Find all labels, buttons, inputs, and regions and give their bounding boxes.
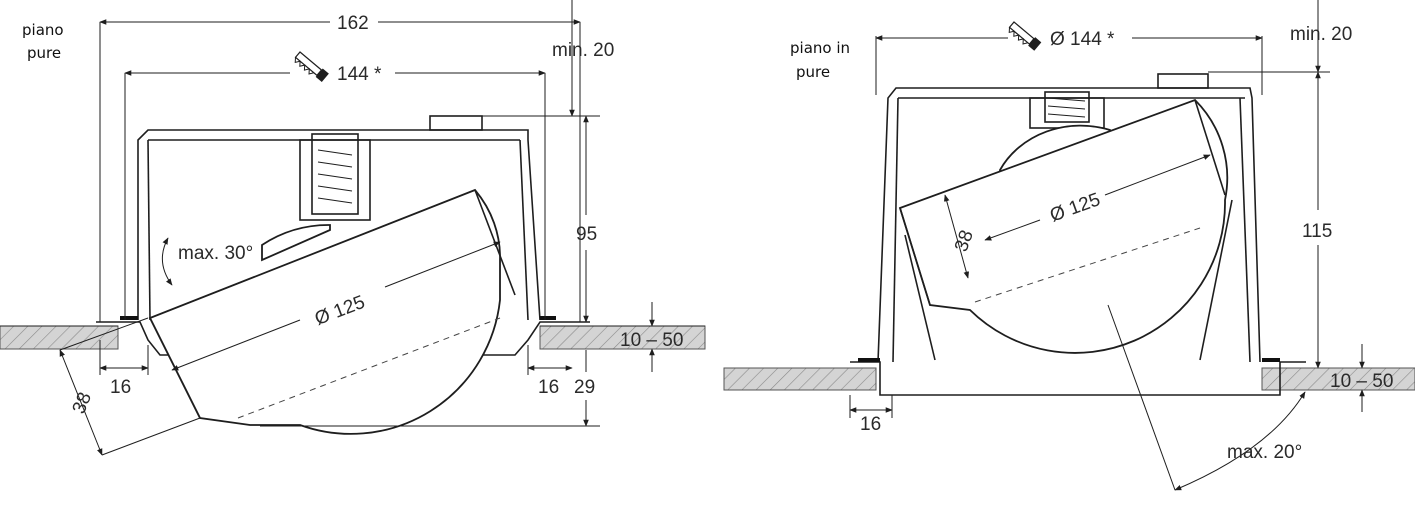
right-height-label: 115 <box>1302 221 1332 242</box>
right-ceiling-left <box>723 367 877 391</box>
left-housing <box>96 115 590 356</box>
left-height-label: 95 <box>576 224 597 245</box>
left-rim-left-label: 16 <box>110 377 131 398</box>
left-tilt-label: max. 30° <box>178 243 253 264</box>
left-cutout-label: 144 * <box>337 64 382 85</box>
left-rim-right-label: 16 <box>538 377 559 398</box>
saw-icon <box>1008 21 1042 51</box>
right-note-line1: piano in <box>790 39 850 57</box>
left-note-line1: piano <box>22 21 64 39</box>
right-lamp-dims: 38 Ø 125 max. 20° <box>943 154 1306 491</box>
left-dim-162: 162 <box>99 13 581 322</box>
left-lamp <box>148 188 516 435</box>
left-depth-label: 38 <box>69 389 96 416</box>
right-rim-left-label: 16 <box>860 414 881 435</box>
left-min-label: min. 20 <box>552 40 614 61</box>
left-ceiling-label: 10 – 50 <box>620 330 683 351</box>
right-drawing: piano in pure <box>723 0 1415 491</box>
left-vertical-dims: min. 20 95 29 10 – 50 <box>260 0 683 427</box>
right-vertical-dims: min. 20 115 10 – 50 <box>1208 0 1393 412</box>
right-dim-144: Ø 144 * <box>875 21 1263 95</box>
right-note-line2: pure <box>796 63 830 81</box>
left-protrusion-label: 29 <box>574 377 595 398</box>
right-ceiling-right <box>1261 367 1415 391</box>
right-lamp <box>898 98 1229 354</box>
left-rim-dims: 16 16 <box>99 340 573 398</box>
left-width-label: 162 <box>337 13 369 34</box>
right-cutout-label: Ø 144 * <box>1050 29 1115 50</box>
right-ceiling-label: 10 – 50 <box>1330 371 1393 392</box>
left-dim-144: 144 * <box>124 51 546 320</box>
left-drawing: piano pure <box>0 0 706 456</box>
right-housing <box>850 73 1306 396</box>
left-note-line2: pure <box>27 44 61 62</box>
saw-icon <box>294 51 329 83</box>
right-min-label: min. 20 <box>1290 24 1352 45</box>
right-tilt-label: max. 20° <box>1227 442 1302 463</box>
right-rim-dims: 16 <box>849 395 893 435</box>
